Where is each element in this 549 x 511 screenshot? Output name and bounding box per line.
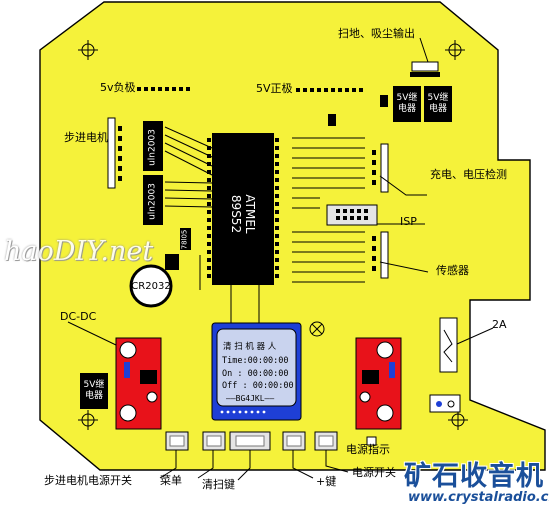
sweep-suction-connector <box>410 37 440 77</box>
label-pos-5v: 5V正极 <box>256 82 293 95</box>
bottom-callouts <box>159 450 349 481</box>
power-terminal <box>429 394 461 413</box>
lcd-title: 清 扫 机 器 人 <box>223 342 277 352</box>
watermark-right-url: www.crystalradio.cn <box>408 490 549 505</box>
regulator-label: 78l05 <box>180 229 189 250</box>
uln2003-2-label: uln2003 <box>147 183 158 220</box>
mounting-holes <box>78 40 468 430</box>
label-plus-key: +键 <box>316 475 337 488</box>
mcu-model: 89S52 <box>229 194 243 234</box>
mcu-pins-right <box>275 138 279 278</box>
lcd-line-on: On : 00:00:00 <box>222 369 289 379</box>
dcdc-left-pointer <box>67 321 117 346</box>
mcu-brand: ATMEL <box>243 194 257 234</box>
label-sweep-suction-output: 扫地、吸尘输出 <box>338 27 415 40</box>
neg-5v-header <box>137 87 190 91</box>
dcdc-left <box>115 337 162 430</box>
label-dc-dc: DC-DC <box>60 310 97 323</box>
uln2003-1-body <box>143 121 163 171</box>
relay-2-label: 5V继 电器 <box>427 93 449 114</box>
label-sweep-key: 清扫键 <box>202 478 235 491</box>
battery-cr2032 <box>129 254 179 308</box>
relay-3-body <box>80 373 108 409</box>
relay-3-label: 5V继 电器 <box>83 380 105 401</box>
power-indicator-led <box>366 436 377 446</box>
fuse-2a <box>439 317 494 373</box>
battery-label: CR2032 <box>131 281 171 292</box>
relay-1-label: 5V继 电器 <box>396 93 418 114</box>
label-stepper-motor: 步进电机 <box>64 131 108 144</box>
lcd-line-off: Off : 00:00:00 <box>222 381 294 391</box>
lcd-line-time: Time:00:00:00 <box>222 356 289 366</box>
label-stepper-power-switch: 步进电机电源开关 <box>44 474 132 487</box>
stepper-connector <box>107 117 122 189</box>
mcu-chip-body <box>212 133 274 285</box>
mcu-pins-left <box>207 138 211 278</box>
sensor-connector <box>372 231 429 279</box>
label-power-indicator: 电源指示 <box>346 443 390 456</box>
isp-header <box>326 204 425 226</box>
relay-1-body <box>393 86 421 122</box>
diode-1 <box>380 95 388 107</box>
pos-5v-header <box>296 88 363 92</box>
regulator-body <box>180 228 191 250</box>
uln2003-1-label: uln2003 <box>147 129 158 166</box>
dcdc-right <box>355 337 402 430</box>
label-sensor: 传感器 <box>436 264 469 277</box>
watermark-left: haoDIY.net <box>4 236 154 267</box>
lcd-module <box>211 322 302 421</box>
indicator-lamp <box>309 321 325 337</box>
bottom-buttons <box>165 431 338 451</box>
label-neg-5v: 5v负极 <box>100 81 136 94</box>
mcu-label: ATMEL 89S52 <box>229 179 257 249</box>
label-menu: 菜单 <box>160 474 182 487</box>
stepper-wires <box>164 126 213 208</box>
label-power-switch: 电源开关 <box>352 466 396 479</box>
label-current-2a: 2A <box>492 318 507 331</box>
mcu-traces <box>292 137 365 283</box>
label-charge-voltage-detect: 充电、电压检测 <box>430 168 507 181</box>
watermark-right-cn: 矿石收音机 <box>404 461 544 492</box>
charge-detect-connector <box>372 143 427 196</box>
diode-2 <box>328 114 336 126</box>
label-isp: ISP <box>400 215 417 228</box>
lcd-footer: ——BG4JKL—— <box>226 394 275 403</box>
uln2003-2-body <box>143 175 163 225</box>
relay-2-body <box>424 86 452 122</box>
misc-wires <box>199 255 260 323</box>
